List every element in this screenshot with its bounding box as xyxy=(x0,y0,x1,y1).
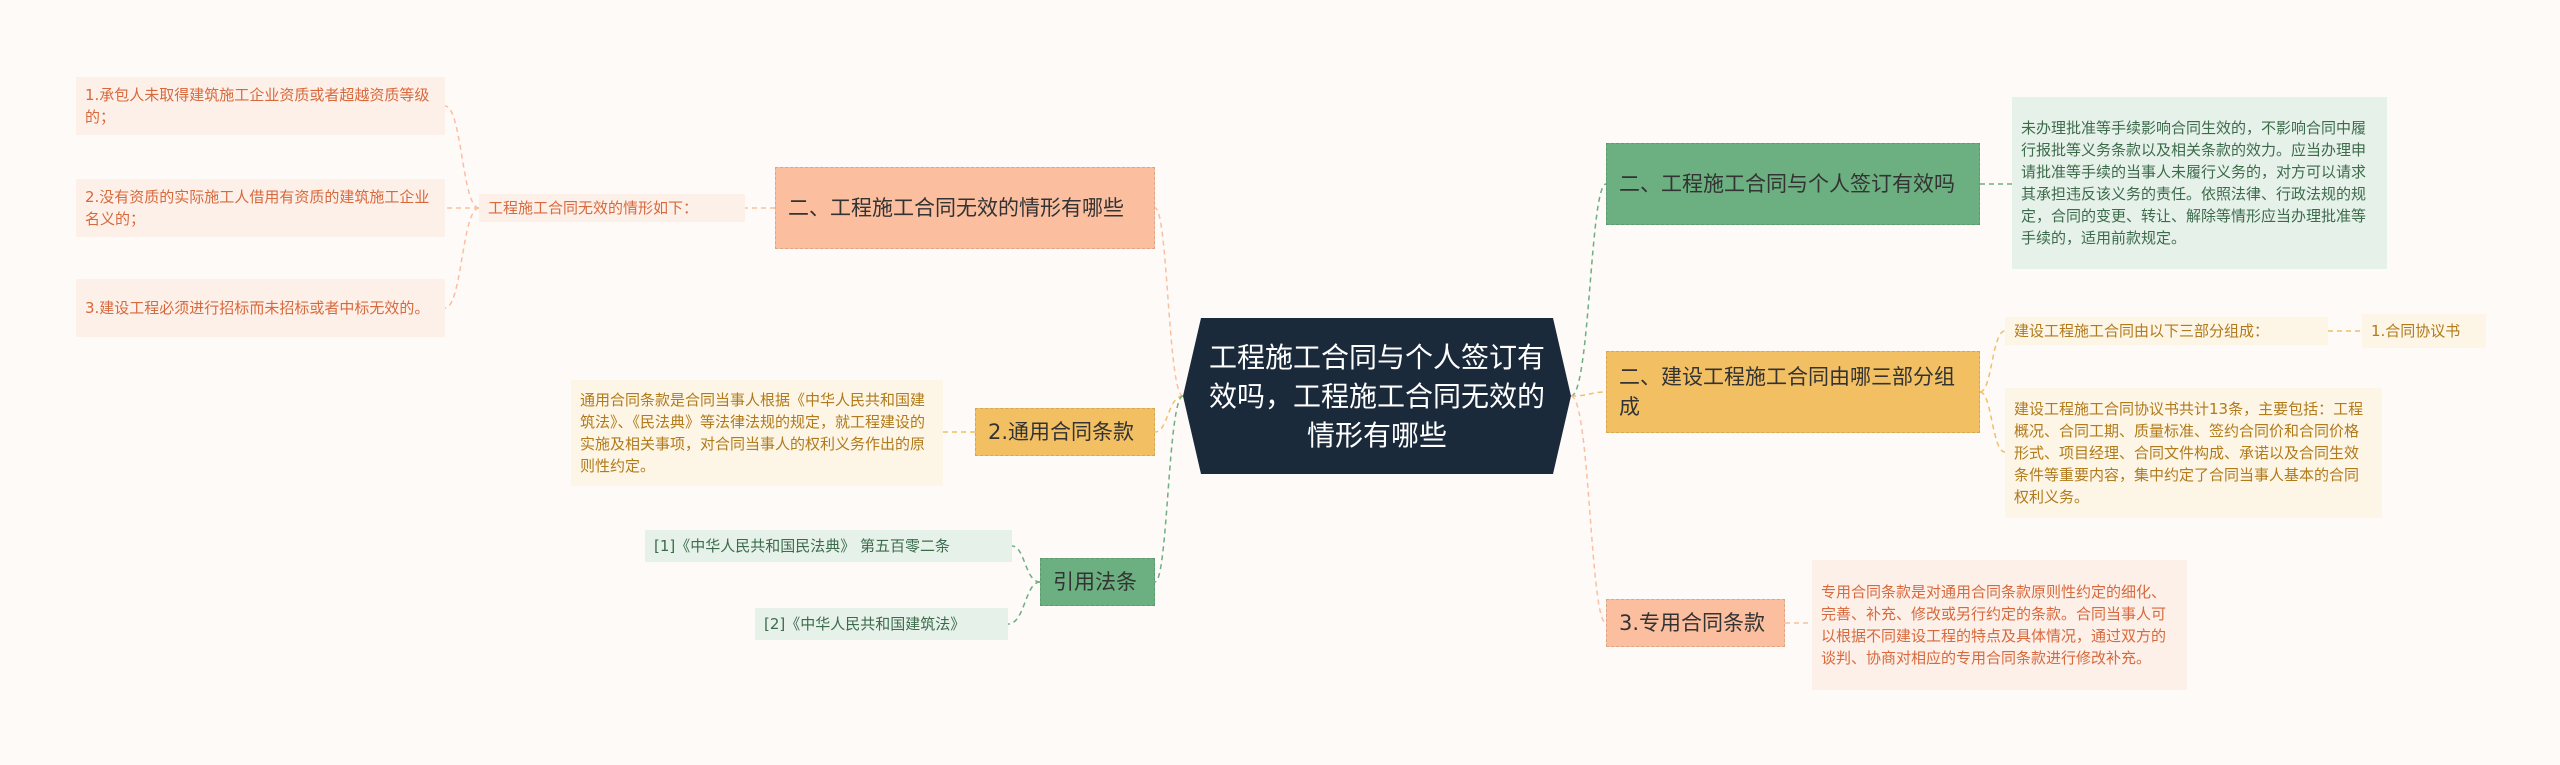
personal-contract-text[interactable]: 未办理批准等手续影响合同生效的，不影响合同中履行报批等义务条款以及相关条款的效力… xyxy=(2012,97,2387,269)
composition-detail[interactable]: 建设工程施工合同协议书共计13条，主要包括：工程概况、合同工期、质量标准、签约合… xyxy=(2005,388,2382,518)
branch-special-label: 3.专用合同条款 xyxy=(1619,611,1766,635)
branch-special-clauses[interactable]: 3.专用合同条款 xyxy=(1606,599,1785,647)
link-center-invalid xyxy=(1154,207,1184,397)
branch-invalid-cases[interactable]: 二、工程施工合同无效的情形有哪些 xyxy=(775,167,1155,249)
invalid-item-2[interactable]: 2.没有资质的实际施工人借用有资质的建筑施工企业名义的； xyxy=(76,179,445,237)
general-clauses-text[interactable]: 通用合同条款是合同当事人根据《中华人民共和国建筑法》、《民法典》等法律法规的规定… xyxy=(571,380,943,486)
link-center-personal xyxy=(1570,183,1607,397)
branch-general-label: 2.通用合同条款 xyxy=(988,420,1135,444)
invalid-item-3[interactable]: 3.建设工程必须进行招标而未招标或者中标无效的。 xyxy=(76,279,445,337)
invalid-intro[interactable]: 工程施工合同无效的情形如下： xyxy=(479,194,745,222)
link-intro-item1 xyxy=(444,105,480,209)
link-center-general xyxy=(1154,395,1184,433)
center-topic[interactable]: 工程施工合同与个人签订有效吗，工程施工合同无效的情形有哪些 xyxy=(1183,318,1571,474)
branch-contract-composition[interactable]: 二、建设工程施工合同由哪三部分组成 xyxy=(1606,351,1980,433)
special-clauses-text[interactable]: 专用合同条款是对通用合同条款原则性约定的细化、完善、补充、修改或另行约定的条款。… xyxy=(1812,560,2187,690)
invalid-item-1[interactable]: 1.承包人未取得建筑施工企业资质或者超越资质等级的； xyxy=(76,77,445,135)
link-refs-item2 xyxy=(1007,581,1041,625)
link-center-special xyxy=(1570,395,1607,624)
link-intro-item3 xyxy=(444,207,480,309)
branch-personal-label: 二、工程施工合同与个人签订有效吗 xyxy=(1619,172,1955,196)
branch-cited-laws[interactable]: 引用法条 xyxy=(1040,558,1155,606)
branch-refs-label: 引用法条 xyxy=(1053,570,1137,594)
branch-general-clauses[interactable]: 2.通用合同条款 xyxy=(975,408,1155,456)
cited-law-2[interactable]: [2]《中华人民共和国建筑法》 xyxy=(755,608,1008,640)
link-refs-item1 xyxy=(1011,545,1041,583)
branch-personal-contract[interactable]: 二、工程施工合同与个人签订有效吗 xyxy=(1606,143,1980,225)
composition-part-1[interactable]: 1.合同协议书 xyxy=(2362,314,2486,348)
branch-composition-label: 二、建设工程施工合同由哪三部分组成 xyxy=(1619,365,1955,419)
link-center-composition xyxy=(1570,391,1607,397)
link-center-refs xyxy=(1154,395,1184,583)
link-composition-intro xyxy=(1979,330,2006,393)
composition-intro[interactable]: 建设工程施工合同由以下三部分组成： xyxy=(2005,317,2328,345)
branch-invalid-label: 二、工程施工合同无效的情形有哪些 xyxy=(788,196,1124,220)
link-composition-detail xyxy=(1979,391,2006,453)
center-title: 工程施工合同与个人签订有效吗，工程施工合同无效的情形有哪些 xyxy=(1208,340,1545,452)
cited-law-1[interactable]: [1]《中华人民共和国民法典》 第五百零二条 xyxy=(645,530,1012,562)
